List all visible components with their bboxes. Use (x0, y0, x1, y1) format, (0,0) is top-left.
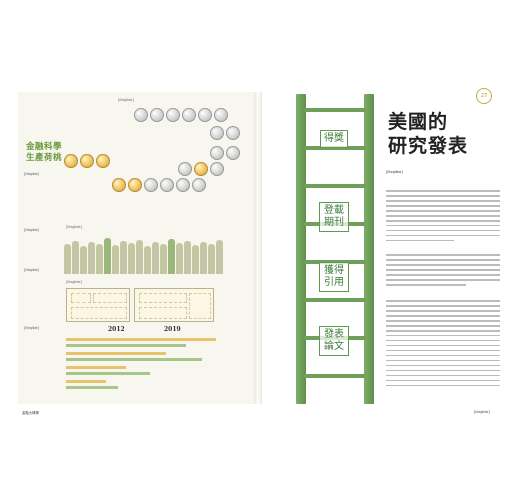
medal-icon (214, 108, 228, 122)
bar (66, 380, 106, 383)
person-icon (104, 238, 111, 274)
medal-icon (182, 108, 196, 122)
bar (66, 366, 126, 369)
person-icon (152, 242, 159, 274)
medal-icon (192, 178, 206, 192)
medal-icon (166, 108, 180, 122)
medal-icon (210, 126, 224, 140)
gold-medal-icon (80, 154, 94, 168)
person-icon (176, 243, 183, 274)
ladder-rail (364, 94, 374, 404)
ladder-illustration: 得獎 登載 期刊 獲得 引用 發表 論文 (296, 94, 374, 404)
body-text (386, 300, 500, 390)
medal-icon (210, 162, 224, 176)
medal-icon (160, 178, 174, 192)
people-chart (64, 234, 223, 274)
bar (66, 358, 202, 361)
coin-row (134, 108, 228, 122)
figure-caption: [illegible] (66, 225, 82, 229)
page-folio: [illegible] (474, 410, 490, 414)
grid-panel (66, 288, 130, 322)
page-folio: 金融大棒棒 (22, 411, 39, 415)
person-icon (208, 244, 215, 274)
medal-icon (176, 178, 190, 192)
person-icon (128, 243, 135, 274)
side-paragraph: [illegible] (24, 228, 39, 232)
figure-caption: [illegible] (66, 280, 82, 284)
person-icon (72, 241, 79, 274)
coin-row (178, 162, 224, 176)
person-icon (144, 246, 151, 274)
medal-icon (150, 108, 164, 122)
side-paragraph: [illegible] (24, 172, 39, 176)
person-icon (88, 242, 95, 274)
grid-panel (134, 288, 214, 322)
bar (66, 338, 216, 341)
ladder-step-journal: 登載 期刊 (319, 202, 349, 232)
body-text (386, 254, 500, 289)
coin-row (112, 178, 206, 192)
ladder-step-citation: 獲得 引用 (319, 262, 349, 292)
chapter-number: 27 (476, 88, 492, 104)
person-icon (64, 244, 71, 274)
ladder-step-award: 得獎 (319, 130, 349, 148)
person-icon (200, 242, 207, 274)
person-icon (112, 245, 119, 274)
lead-paragraph: [illegible] (386, 170, 403, 174)
side-paragraph: [illegible] (24, 326, 39, 330)
bar (66, 386, 118, 389)
person-icon (80, 246, 87, 274)
person-icon (96, 244, 103, 274)
person-icon (168, 239, 175, 274)
gold-medal-icon (194, 162, 208, 176)
medal-icon (198, 108, 212, 122)
book-gutter (254, 92, 262, 404)
person-icon (184, 241, 191, 274)
medal-icon (144, 178, 158, 192)
medal-icon (178, 162, 192, 176)
person-icon (216, 240, 223, 274)
bar (66, 344, 186, 347)
gold-medal-icon (96, 154, 110, 168)
page-title: 美國的 研究發表 (388, 111, 469, 157)
side-title: 金融科學 生產荷桃 (26, 142, 63, 163)
side-paragraph: [illegible] (24, 268, 39, 272)
person-icon (160, 244, 167, 274)
ladder-step-paper: 發表 論文 (319, 326, 349, 356)
ladder-rail (296, 94, 306, 404)
medal-icon (210, 146, 224, 160)
coin-row (210, 146, 240, 160)
gold-medal-icon (64, 154, 78, 168)
year-comparison-chart: 2012 2019 (64, 326, 232, 402)
medal-icon (226, 146, 240, 160)
coin-row (64, 154, 110, 168)
year-label: 2012 (108, 326, 125, 333)
bar (66, 372, 150, 375)
person-icon (136, 240, 143, 274)
year-label: 2019 (164, 326, 181, 333)
person-icon (120, 241, 127, 274)
figure-caption: [illegible] (118, 98, 134, 102)
body-text (386, 190, 500, 245)
medal-icon (226, 126, 240, 140)
gold-medal-icon (112, 178, 126, 192)
coin-row (210, 126, 240, 140)
gold-medal-icon (128, 178, 142, 192)
medal-icon (134, 108, 148, 122)
bar (66, 352, 166, 355)
person-icon (192, 245, 199, 274)
